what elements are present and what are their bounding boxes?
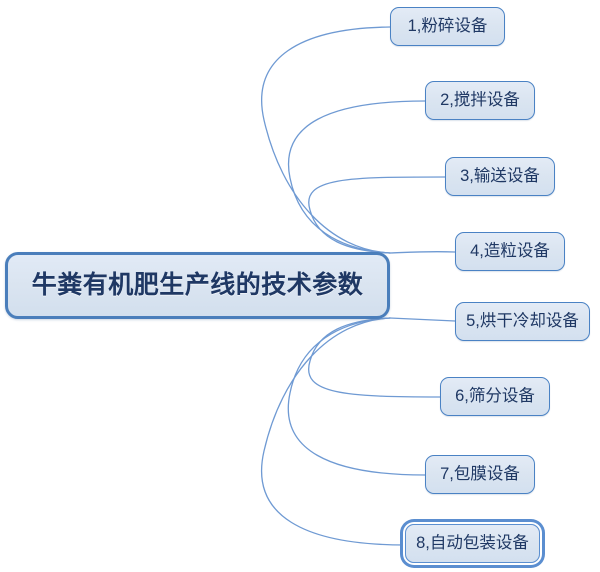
- connector-to-node-3: [308, 176, 446, 254]
- child-node-1-label: 1,粉碎设备: [407, 17, 488, 36]
- child-node-4-label: 4,造粒设备: [470, 242, 550, 261]
- child-node-2[interactable]: 2,搅拌设备: [425, 81, 535, 120]
- child-node-8[interactable]: 8,自动包装设备: [405, 524, 540, 563]
- child-node-3-label: 3,输送设备: [460, 167, 540, 186]
- child-node-5-label: 5,烘干冷却设备: [466, 312, 579, 331]
- connector-to-node-7: [287, 317, 426, 476]
- connector-to-node-8: [261, 317, 406, 546]
- connector-to-node-6: [308, 317, 441, 398]
- child-node-8-label: 8,自动包装设备: [416, 534, 529, 553]
- child-node-2-label: 2,搅拌设备: [440, 91, 520, 110]
- child-node-6[interactable]: 6,筛分设备: [440, 377, 550, 416]
- child-node-6-label: 6,筛分设备: [455, 387, 535, 406]
- child-node-7[interactable]: 7,包膜设备: [425, 455, 535, 494]
- child-node-4[interactable]: 4,造粒设备: [455, 232, 565, 271]
- child-node-5[interactable]: 5,烘干冷却设备: [455, 302, 590, 341]
- connector-to-node-4: [389, 250, 456, 254]
- central-topic-node[interactable]: 牛粪有机肥生产线的技术参数: [5, 252, 390, 319]
- connector-to-node-1: [261, 26, 391, 254]
- child-node-3[interactable]: 3,输送设备: [445, 157, 555, 196]
- central-topic-label: 牛粪有机肥生产线的技术参数: [31, 271, 364, 299]
- connector-to-node-2: [287, 100, 426, 254]
- connector-to-node-5: [389, 317, 456, 322]
- child-node-1[interactable]: 1,粉碎设备: [390, 7, 505, 46]
- child-node-7-label: 7,包膜设备: [440, 465, 520, 484]
